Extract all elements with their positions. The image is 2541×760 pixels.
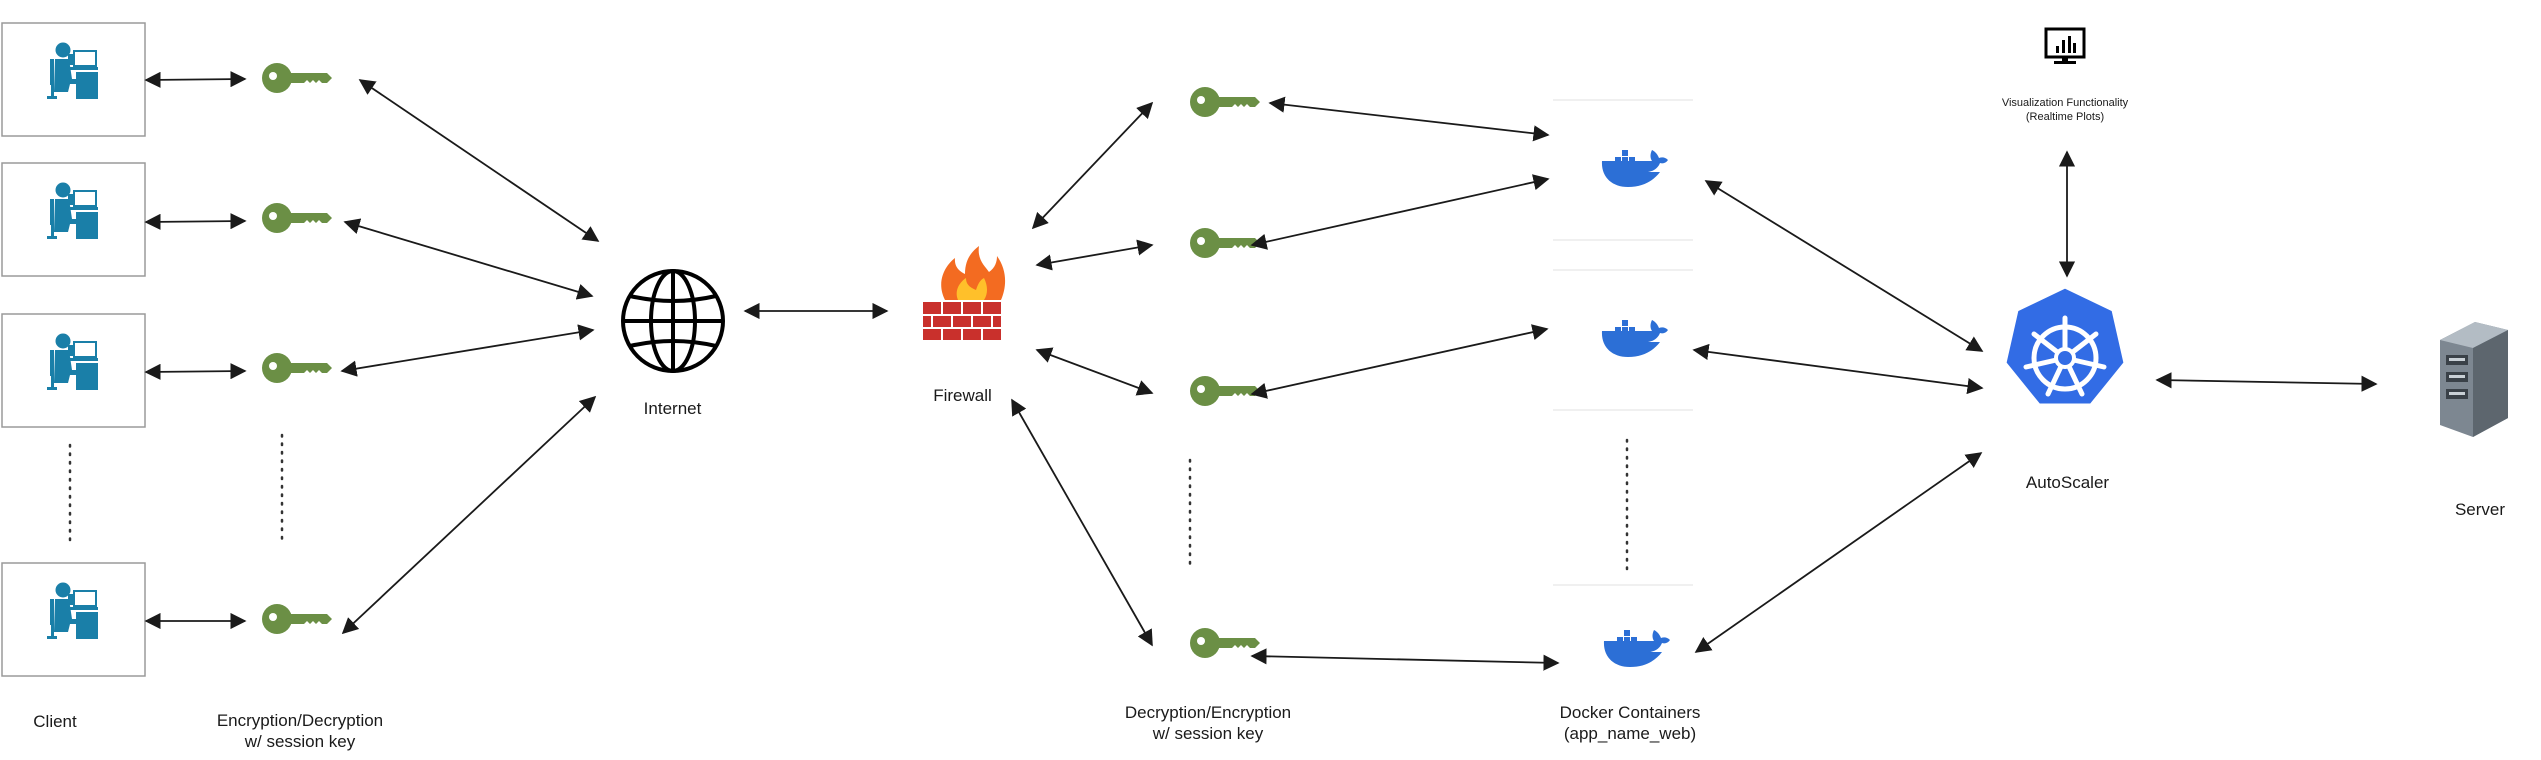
- server-label: Server: [2454, 500, 2506, 519]
- globe-icon: [621, 269, 725, 373]
- autoscaler-label: AutoScaler: [2025, 473, 2110, 492]
- client-box-4: [1, 562, 146, 677]
- arrow-autoscaler-server: [2155, 372, 2378, 392]
- encryption-label: Encryption/Decryption w/ session key: [185, 710, 415, 752]
- encryption-label-line-1: Encryption/Decryption: [216, 711, 384, 730]
- firewall-label: Firewall: [933, 386, 992, 405]
- docker-label-line-1: Docker Containers: [1559, 703, 1701, 722]
- key-icon-dec-1: [1190, 87, 1260, 117]
- arrow-docker3-autoscaler: [1694, 452, 1983, 653]
- docker-container-panels: [1553, 99, 1693, 586]
- key-icon-enc-4: [262, 604, 332, 634]
- decryption-label-line-1: Decryption/Encryption: [1124, 703, 1292, 722]
- key-icon-enc-2: [262, 203, 332, 233]
- docker-label: Docker Containers (app_name_web): [1530, 702, 1730, 744]
- visualization-label-line-2: (Realtime Plots): [2025, 111, 2105, 123]
- firewall-icon: [923, 246, 1006, 340]
- arrow-firewall-key2: [1035, 239, 1154, 271]
- monitor-chart-icon: [2044, 27, 2086, 64]
- arrow-key4-docker3: [1250, 648, 1560, 671]
- arrow-firewall-key4: [1011, 398, 1153, 647]
- docker-whale-icon-2: [1601, 320, 1668, 357]
- client-box-3: [1, 313, 146, 428]
- docker-whale-icon-3: [1603, 630, 1670, 667]
- arrow-key4-internet: [341, 395, 597, 635]
- client-box-1: [1, 22, 146, 137]
- arrow-key1-docker1: [1268, 96, 1550, 142]
- arrow-key2-internet: [343, 218, 594, 300]
- arrow-key3-internet: [340, 324, 595, 377]
- server-tower-icon: [2440, 322, 2508, 437]
- decryption-label: Decryption/Encryption w/ session key: [1093, 702, 1323, 744]
- arrow-docker1-autoscaler: [1704, 180, 1984, 352]
- arrow-client1-key: [144, 71, 247, 88]
- key-icon-dec-4: [1190, 628, 1260, 658]
- arrow-client3-key: [144, 363, 247, 380]
- visualization-label-line-1: Visualization Functionality: [2001, 97, 2129, 109]
- docker-label-line-2: (app_name_web): [1563, 724, 1697, 743]
- client-label: Client: [33, 712, 77, 731]
- arrow-key2-docker1: [1250, 174, 1550, 250]
- docker-whale-icon-1: [1601, 150, 1668, 187]
- decryption-label-line-2: w/ session key: [1152, 724, 1264, 743]
- key-icon-dec-2: [1190, 228, 1260, 258]
- arrow-docker2-autoscaler: [1692, 343, 1984, 395]
- arrow-key3-docker2: [1250, 324, 1549, 399]
- arrow-firewall-key3: [1035, 347, 1154, 396]
- connections: [144, 71, 2378, 671]
- encryption-label-line-2: w/ session key: [244, 732, 356, 751]
- key-icon-enc-3: [262, 353, 332, 383]
- key-icon-enc-1: [262, 63, 332, 93]
- key-icon-dec-3: [1190, 376, 1260, 406]
- arrow-key1-internet: [358, 79, 600, 242]
- kubernetes-helm-icon: [2003, 285, 2127, 407]
- client-box-2: [1, 162, 146, 277]
- arrow-client2-key: [144, 213, 247, 230]
- arrow-firewall-key1: [1031, 101, 1154, 230]
- internet-label: Internet: [643, 399, 702, 418]
- visualization-label: Visualization Functionality (Realtime Pl…: [1975, 96, 2155, 124]
